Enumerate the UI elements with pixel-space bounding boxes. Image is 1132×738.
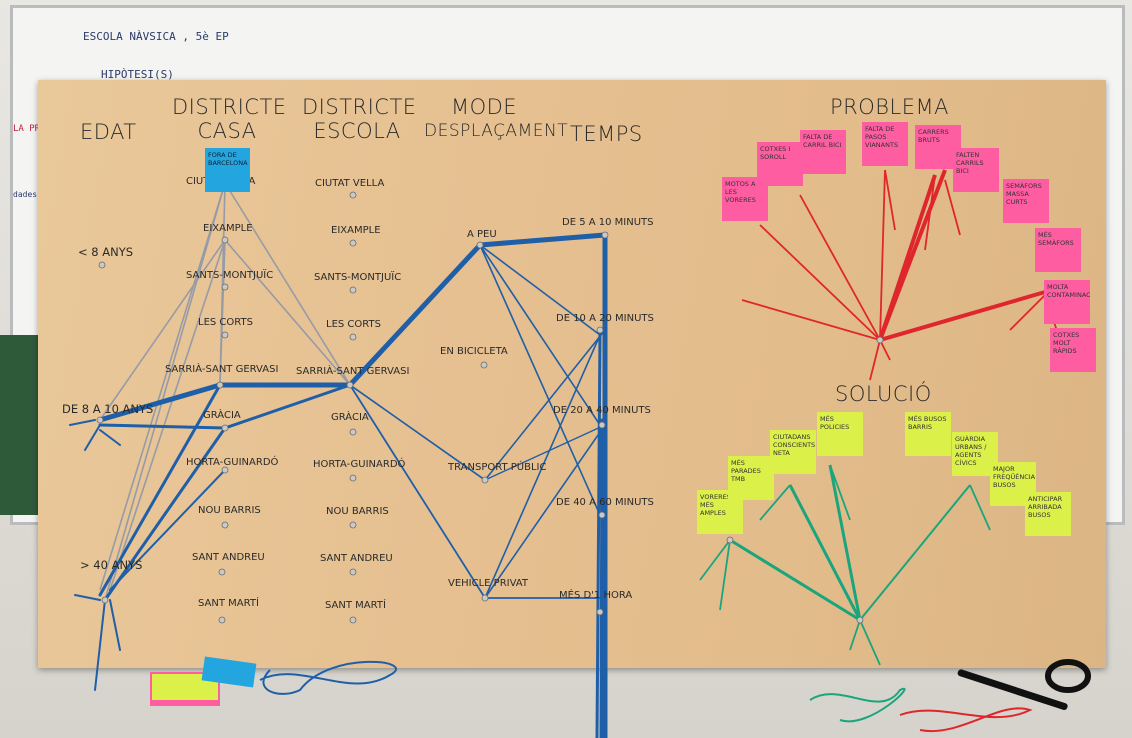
green-wall-panel (0, 335, 40, 515)
mode-item: VEHICLE PRIVAT (448, 578, 528, 589)
header-districte-casa-1: DISTRICTE (172, 95, 287, 119)
header-mode-1: MODE (450, 95, 518, 119)
problem-note: FALTEN CARRILS BICI (953, 148, 999, 192)
edat-item: DE 8 A 10 ANYS (62, 402, 154, 416)
casa-item: NOU BARRIS (198, 505, 261, 516)
sticky-pad-blue (201, 656, 257, 688)
problem-note: MOLTA CONTAMINACIÓ (1044, 280, 1090, 324)
sticky-note-fora-barcelona: FORA DE BARCELONA (205, 148, 250, 192)
loose-blue-thread (259, 660, 398, 695)
green-threads (699, 464, 991, 666)
whiteboard-text-hypothesis: HIPÒTESI(S) (101, 68, 174, 81)
header-temps: TEMPS (570, 122, 643, 146)
escola-item: NOU BARRIS (326, 506, 389, 517)
blue-threads (69, 232, 608, 738)
solution-note: MÉS PARADES TMB (728, 456, 774, 500)
header-solucio: SOLUCIÓ (835, 382, 932, 406)
temps-item: MÉS D'1 HORA (559, 590, 633, 601)
temps-item: DE 10 A 20 MINUTS (556, 313, 654, 324)
solution-note: CIUTADANS CONSCIENTS NETA (770, 430, 816, 474)
casa-item: HORTA-GUINARDÓ (186, 457, 279, 468)
temps-item: DE 20 A 40 MINUTS (553, 405, 651, 416)
escola-item: CIUTAT VELLA (315, 178, 385, 189)
escola-item: SARRIÀ-SANT GERVASI (296, 366, 410, 377)
casa-item: SANT ANDREU (192, 552, 265, 563)
header-problema: PROBLEMA (830, 95, 949, 119)
mode-item: EN BICICLETA (440, 346, 508, 357)
wristband (1045, 659, 1091, 693)
casa-item: EIXAMPLE (203, 223, 253, 234)
casa-item: LES CORTS (198, 317, 253, 328)
header-mode-2: DESPLAÇAMENT (424, 121, 569, 141)
casa-item: SANTS-MONTJUÏC (186, 270, 274, 281)
casa-item: SARRIÀ-SANT GERVASI (165, 364, 279, 375)
mode-item: A PEU (467, 229, 497, 240)
pins (96, 179, 884, 624)
escola-item: LES CORTS (326, 319, 381, 330)
temps-item: DE 5 A 10 MINUTS (562, 217, 654, 228)
edat-item: > 40 ANYS (80, 558, 143, 572)
mode-item: TRANSPORT PÚBLIC (448, 462, 547, 473)
escola-item: GRÀCIA (331, 412, 369, 423)
escola-item: EIXAMPLE (331, 225, 381, 236)
escola-item: SANT MARTÍ (325, 600, 386, 611)
whiteboard-text-school: ESCOLA NÀVSICA , 5è EP (83, 30, 229, 43)
header-edat: EDAT (80, 120, 137, 144)
problem-note: COTXES MOLT RÀPIDS (1050, 328, 1096, 372)
problem-note: SEMÀFORS MASSA CURTS (1003, 179, 1049, 223)
escola-item: SANT ANDREU (320, 553, 393, 564)
edat-item: < 8 ANYS (78, 245, 134, 259)
solution-note: MÉS POLICIES (817, 412, 863, 456)
problem-note: MÉS SEMÀFORS (1035, 228, 1081, 272)
problem-note: FALTA DE CARRIL BICI (800, 130, 846, 174)
solution-note: ANTICIPAR ARRIBADA BUSOS (1025, 492, 1071, 536)
temps-item: DE 40 A 60 MINUTS (556, 497, 654, 508)
loose-red-thread (899, 707, 1033, 733)
casa-item: GRÀCIA (203, 410, 241, 421)
solution-note: MÉS BUSOS BARRIS (905, 412, 951, 456)
loose-green-thread (809, 687, 906, 723)
marker-pen (957, 669, 1068, 710)
escola-item: SANTS-MONTJUÏC (314, 272, 402, 283)
header-districte-escola-1: DISTRICTE (302, 95, 417, 119)
problem-note: COTXES I SOROLL (757, 142, 803, 186)
grey-threads (99, 182, 351, 601)
header-districte-escola-2: ESCOLA (313, 119, 401, 143)
escola-item: HORTA-GUINARDÓ (313, 459, 406, 470)
problem-note: FALTA DE PASOS VIANANTS (862, 122, 908, 166)
header-districte-casa-2: CASA (197, 119, 257, 143)
casa-item: SANT MARTÍ (198, 598, 259, 609)
